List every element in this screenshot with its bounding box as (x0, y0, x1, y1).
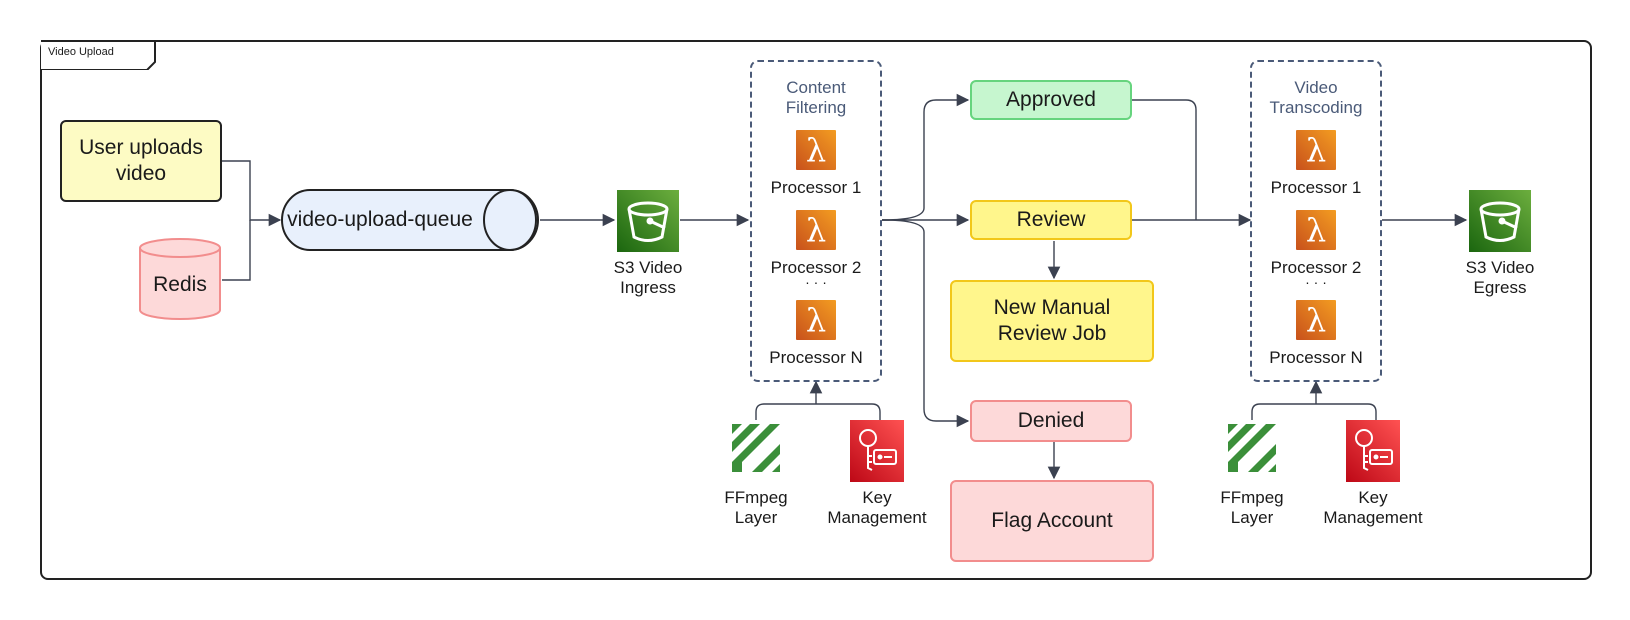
lambda-icon: λ (796, 210, 836, 250)
denied-node: Denied (970, 400, 1132, 442)
lambda-icon: λ (1296, 210, 1336, 250)
video-upload-frame (40, 40, 1592, 580)
lambda-icon: λ (796, 300, 836, 340)
review-label: Review (1016, 207, 1086, 231)
video-transcoding-group (1250, 60, 1382, 382)
s3-ingress-label: S3 Video Ingress (613, 258, 683, 298)
edge-user-to-queue (222, 160, 282, 227)
approved-node: Approved (970, 80, 1132, 120)
vt-processor-1: Processor 1 (1270, 178, 1362, 197)
vt-processor-2: Processor 2 (1270, 258, 1362, 277)
flag-account-label: Flag Account (991, 508, 1113, 532)
s3-bucket-icon (1479, 201, 1521, 242)
vt-processor-n: Processor N (1269, 348, 1363, 367)
redis-cylinder-icon (139, 238, 221, 320)
cf-ellipsis: · · · (805, 274, 827, 290)
lambda-icon: λ (796, 130, 836, 170)
flag-account-node: Flag Account (950, 480, 1154, 562)
s3-ingress-icon (617, 190, 679, 252)
ffmpeg-icon (1228, 424, 1276, 472)
edge-cf-layers (755, 403, 881, 420)
redis-label: Redis (153, 273, 207, 296)
key-glyph-icon (1355, 429, 1393, 471)
key-management-icon (850, 420, 904, 482)
video-transcoding-title: Video Transcoding (1269, 78, 1363, 118)
cf-processor-n: Processor N (769, 348, 863, 367)
edge-filter-to-denied (881, 219, 970, 428)
user-uploads-node: User uploads video (60, 120, 222, 202)
vt-ffmpeg-label: FFmpeg Layer (1220, 488, 1284, 528)
key-glyph-icon (859, 429, 897, 471)
frame-title: Video Upload (48, 46, 114, 58)
content-filtering-group (750, 60, 882, 382)
review-node: Review (970, 200, 1132, 240)
edge-approved-to-transcoding (1132, 99, 1197, 220)
edge-filter-to-approved (881, 93, 970, 221)
s3-egress-icon (1469, 190, 1531, 252)
manual-review-label: New Manual Review Job (993, 295, 1111, 345)
queue-label: video-upload-queue (287, 208, 473, 231)
s3-egress-label: S3 Video Egress (1465, 258, 1535, 298)
lambda-icon: λ (1296, 130, 1336, 170)
vt-key-label: Key Management (1323, 488, 1423, 528)
cf-processor-2: Processor 2 (770, 258, 862, 277)
denied-label: Denied (1017, 408, 1085, 432)
s3-bucket-icon (627, 201, 669, 242)
lambda-icon: λ (1296, 300, 1336, 340)
edge-redis-to-queue (222, 220, 251, 281)
approved-label: Approved (1006, 87, 1096, 111)
ffmpeg-icon (732, 424, 780, 472)
vt-ellipsis: · · · (1305, 274, 1327, 290)
cf-ffmpeg-label: FFmpeg Layer (724, 488, 788, 528)
queue-cylinder-icon (281, 189, 539, 251)
frame-tab (41, 40, 156, 70)
content-filtering-title: Content Filtering (785, 78, 847, 118)
edge-vt-layers (1251, 403, 1377, 420)
key-management-icon (1346, 420, 1400, 482)
user-uploads-label: User uploads video (79, 135, 203, 185)
manual-review-node: New Manual Review Job (950, 280, 1154, 362)
cf-key-label: Key Management (827, 488, 927, 528)
cf-processor-1: Processor 1 (770, 178, 862, 197)
